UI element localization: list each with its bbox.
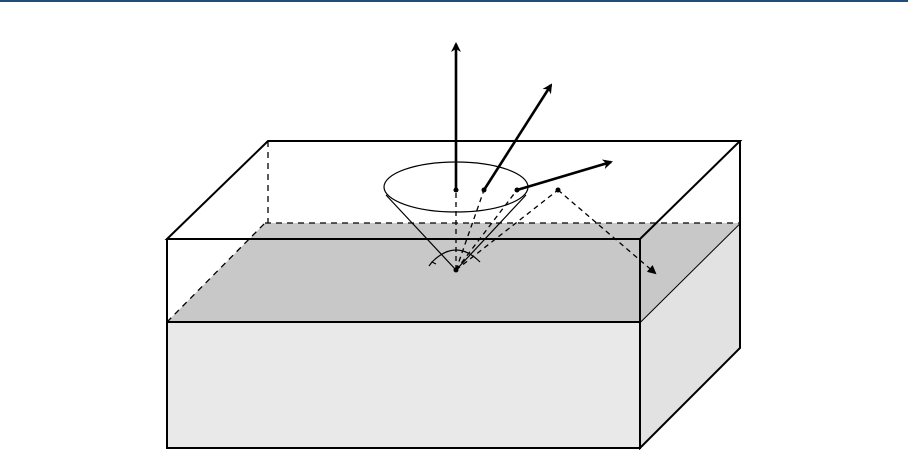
reflection-point — [556, 188, 561, 193]
lower-block-front-face — [167, 322, 640, 448]
emission-point — [454, 268, 459, 273]
oblique-exit-point — [482, 188, 487, 193]
vertical-exit-point — [454, 188, 459, 193]
shallow-exit-point — [515, 188, 520, 193]
shallow-escaping-ray — [517, 162, 611, 190]
